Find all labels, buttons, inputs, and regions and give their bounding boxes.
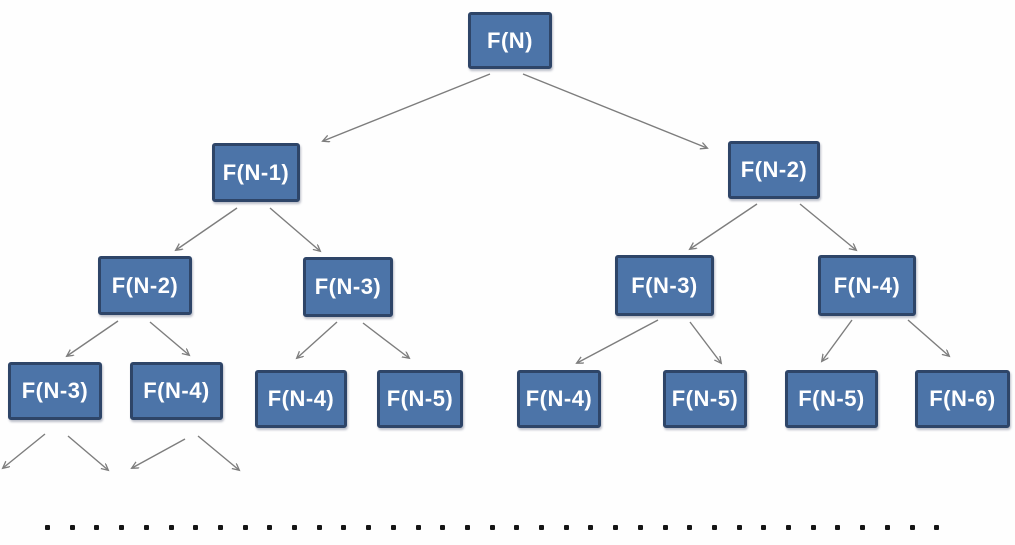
ellipsis-dot <box>637 525 643 530</box>
ellipsis-dot <box>662 525 668 530</box>
ellipsis-dot <box>613 525 619 530</box>
ellipsis-dot <box>514 525 520 530</box>
edge-arrow-1 <box>522 73 707 148</box>
edge-arrow-7 <box>149 321 189 355</box>
edge-arrow-11 <box>689 321 721 363</box>
tree-node-l2-left: F(N-1) <box>212 143 300 202</box>
tree-node-l4-2: F(N-4) <box>130 362 223 420</box>
ellipsis-dot <box>45 525 50 530</box>
ellipsis-dot <box>119 525 125 530</box>
ellipsis-dot <box>489 525 495 530</box>
edge-arrow-10 <box>577 319 659 363</box>
ellipsis-dot <box>761 525 767 530</box>
edge-arrow-12 <box>822 319 853 361</box>
tree-node-l4-7: F(N-5) <box>785 370 878 428</box>
edge-arrow-15 <box>67 435 108 470</box>
ellipsis-dot <box>860 525 866 530</box>
ellipsis-dot <box>94 525 100 530</box>
tree-node-l2-right: F(N-2) <box>728 141 820 199</box>
edge-arrow-0 <box>323 73 491 141</box>
edge-arrow-5 <box>799 203 856 250</box>
tree-node-l3-3: F(N-3) <box>615 255 714 316</box>
edge-arrow-17 <box>197 435 239 470</box>
tree-node-l4-3: F(N-4) <box>255 370 347 428</box>
ellipsis-dot <box>884 525 890 530</box>
edge-arrow-3 <box>269 207 320 251</box>
ellipsis-dot <box>390 525 396 530</box>
ellipsis-dot <box>711 525 717 530</box>
edge-arrow-16 <box>132 438 186 468</box>
tree-node-l3-4: F(N-4) <box>818 255 916 316</box>
ellipsis-dot <box>366 525 372 530</box>
tree-node-l4-8: F(N-6) <box>915 370 1010 428</box>
ellipsis-dot <box>736 525 742 530</box>
ellipsis-dot <box>415 525 421 530</box>
ellipsis-dot <box>539 525 544 530</box>
edge-arrow-2 <box>176 207 238 250</box>
tree-node-root: F(N) <box>468 12 552 69</box>
ellipsis-dot <box>316 525 322 530</box>
ellipsis-dot <box>909 525 915 530</box>
edge-arrow-9 <box>362 322 409 358</box>
ellipsis-dot <box>242 525 248 530</box>
ellipsis-dot <box>835 525 841 530</box>
ellipsis-dot <box>341 525 347 530</box>
ellipsis-dot <box>440 525 446 530</box>
ellipsis-dot <box>292 525 297 530</box>
ellipsis-dot <box>267 525 273 530</box>
ellipsis-dot <box>464 525 470 530</box>
edge-arrow-4 <box>690 203 758 249</box>
edge-arrow-6 <box>67 320 119 356</box>
tree-node-l3-2: F(N-3) <box>303 257 393 317</box>
ellipsis-dot <box>143 525 149 530</box>
ellipsis-dot <box>69 525 75 530</box>
tree-node-l4-4: F(N-5) <box>377 370 463 428</box>
ellipsis-dot <box>588 525 594 530</box>
ellipsis-dot <box>687 525 693 530</box>
tree-node-l4-5: F(N-4) <box>517 370 601 428</box>
ellipsis-dot <box>810 525 816 530</box>
ellipsis-dot <box>786 525 791 530</box>
tree-node-l4-1: F(N-3) <box>8 362 102 420</box>
ellipsis-dot <box>563 525 569 530</box>
ellipsis-dot <box>934 525 940 530</box>
ellipsis-dot <box>217 525 223 530</box>
tree-node-l4-6: F(N-5) <box>663 370 747 428</box>
edge-arrow-8 <box>297 321 338 358</box>
edge-arrow-14 <box>3 433 46 468</box>
tree-node-l3-1: F(N-2) <box>98 256 192 315</box>
edge-arrow-13 <box>907 319 949 356</box>
ellipsis-dot <box>193 525 199 530</box>
ellipsis-dot <box>168 525 174 530</box>
